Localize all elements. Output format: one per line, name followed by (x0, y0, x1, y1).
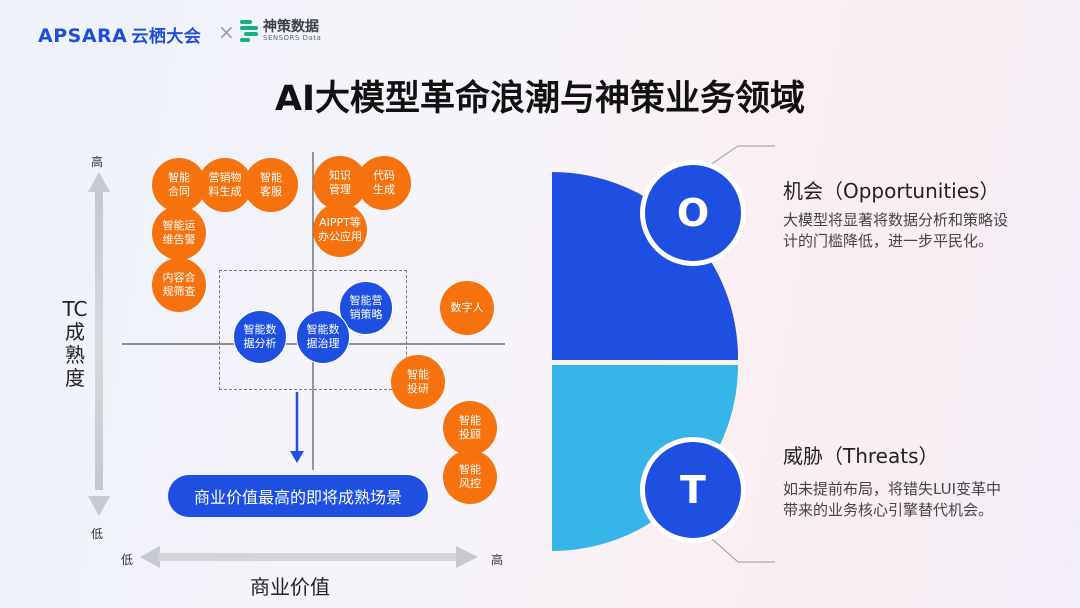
scenario-bubble: 智能运维告警 (152, 206, 206, 260)
threat-quadrant (552, 365, 738, 551)
scenario-bubble: 知识管理 (313, 156, 367, 210)
scenario-bubble: 智能客服 (244, 158, 298, 212)
callout-pill: 商业价值最高的即将成熟场景 (168, 475, 428, 517)
scenario-bubble: 智能投研 (391, 355, 445, 409)
x-axis-low-label: 低 (121, 553, 134, 567)
threat-text: 如未提前布局，将错失LUI变革中带来的业务核心引擎替代机会。 (783, 480, 1002, 519)
opportunity-heading: 机会（Opportunities） (783, 179, 1000, 203)
apsara-logo-subtext: 云栖大会 (131, 27, 202, 47)
sensors-logo-en: SENSORS Data (263, 34, 322, 42)
x-axis-arrow (140, 546, 478, 568)
sensors-logo-icon (240, 20, 258, 42)
scenario-bubble: 内容合规筛查 (152, 258, 206, 312)
scenario-bubble: 智能数据治理 (296, 310, 350, 364)
scenario-bubble: AIPPT等办公应用 (313, 203, 367, 257)
scenario-bubble: 智能合同 (152, 158, 206, 212)
y-axis-high-label: 高 (91, 155, 104, 169)
swot-half-circle (552, 171, 739, 551)
opportunity-badge: O (640, 160, 746, 266)
opportunity-text: 大模型将显著将数据分析和策略设计的门槛降低，进一步平民化。 (783, 211, 1009, 250)
arrow-down-icon (290, 451, 304, 463)
x-axis-high-label: 高 (491, 553, 504, 567)
scenario-bubble: 营销物料生成 (198, 158, 252, 212)
logo-separator: × (218, 20, 235, 44)
y-axis-arrow (88, 172, 110, 516)
threat-badge: T (640, 437, 746, 543)
scenario-bubble: 数字人 (440, 281, 494, 335)
scenario-bubble: 智能数据分析 (233, 310, 287, 364)
apsara-logo-text: APSARA (38, 25, 128, 47)
focus-region-box (219, 270, 407, 390)
sensors-logo-cn: 神策数据 (263, 19, 319, 35)
scenario-bubble: 代码生成 (357, 156, 411, 210)
sensors-logo: 神策数据 SENSORS Data (240, 20, 321, 42)
page-title: AI大模型革命浪潮与神策业务领域 (274, 79, 806, 119)
scenario-bubble: 智能风控 (443, 450, 497, 504)
threat-heading: 威胁（Threats） (783, 444, 939, 468)
scenario-bubble: 智能投顾 (443, 401, 497, 455)
y-axis-low-label: 低 (91, 527, 104, 541)
x-axis-title: 商业价值 (250, 575, 330, 599)
y-axis-title: TC成熟度 (62, 297, 88, 390)
opportunity-quadrant (552, 171, 739, 360)
